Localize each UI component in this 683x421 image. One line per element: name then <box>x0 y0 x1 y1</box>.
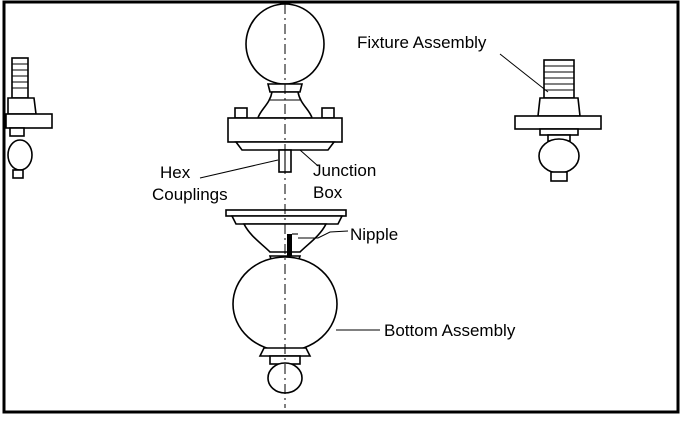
bottom-assembly-label: Bottom Assembly <box>384 321 516 340</box>
right-arm-collar <box>321 107 335 119</box>
fixture-assembly-label: Fixture Assembly <box>357 33 487 52</box>
nipple-leader <box>298 230 349 239</box>
left-arm-collar <box>234 107 248 119</box>
fixture-assembly-leader <box>499 53 549 93</box>
junction-box-leader <box>299 149 319 167</box>
nipple-label: Nipple <box>350 225 398 244</box>
diagram-frame <box>2 0 680 414</box>
nipple <box>287 233 298 256</box>
right-fixture-cup <box>514 59 602 182</box>
hex-label: Hex <box>160 163 191 182</box>
left-arm <box>10 67 246 265</box>
left-fixture-cup <box>5 57 53 179</box>
hex-couplings-leader <box>199 159 279 179</box>
junction-label: Junction <box>313 161 376 180</box>
couplings-label: Couplings <box>152 185 228 204</box>
box-label: Box <box>313 183 343 202</box>
right-arm <box>323 65 557 266</box>
